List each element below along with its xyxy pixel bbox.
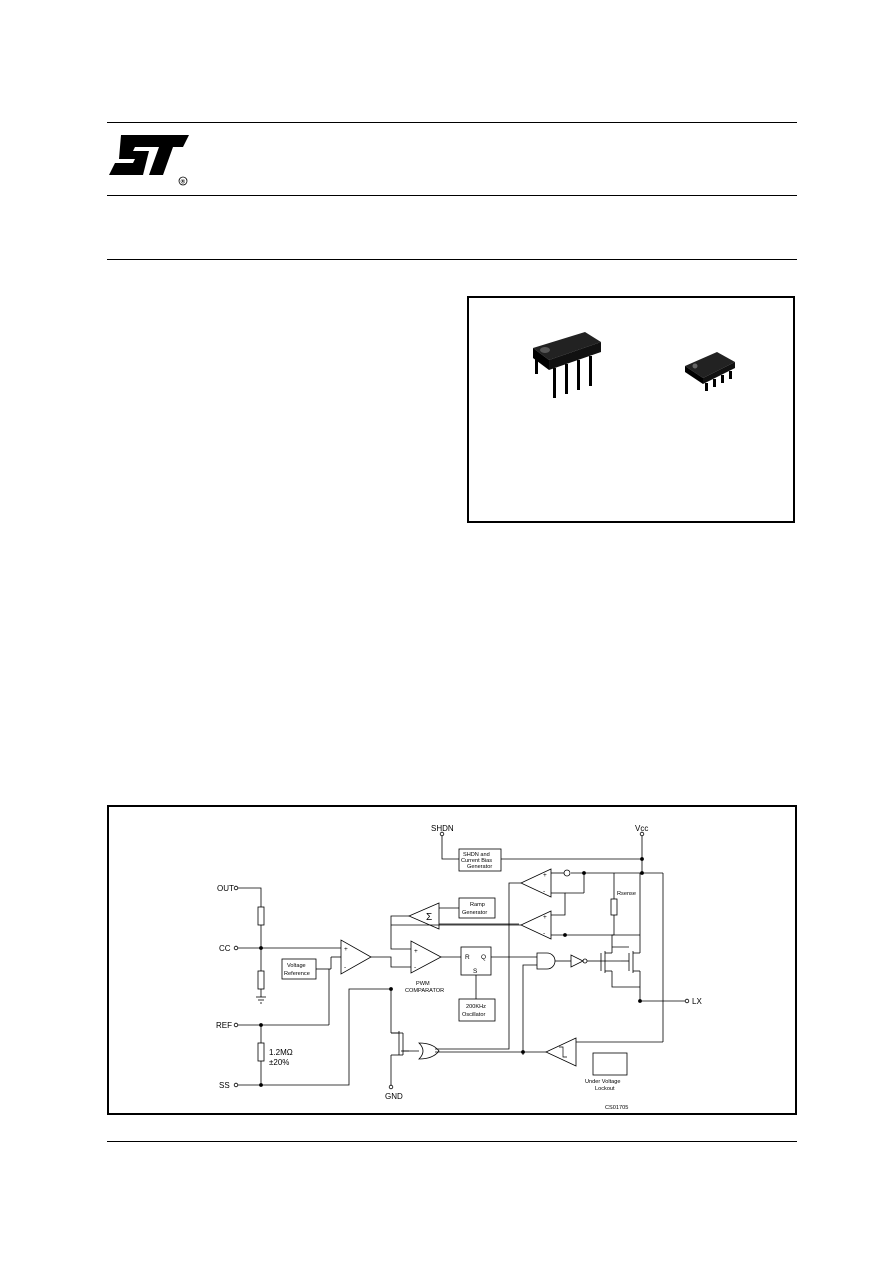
dip8-package-image [533,332,601,398]
pin-cc-label: CC [219,944,231,953]
current-sense-amplifier [520,910,552,940]
erramp-minus: - [344,964,346,971]
ss-resistor [257,1042,265,1062]
pin-gnd-label: GND [385,1092,403,1101]
pin-ref-terminal [233,1022,239,1028]
oscillator-block [458,998,496,1022]
error-amplifier [340,939,372,975]
uvlo-label-1: Under Voltage [585,1079,620,1085]
current-limit-comparator [520,868,552,898]
drawing-code: CS01705 [605,1105,628,1111]
pwm-label-2: COMPARATOR [405,988,444,994]
pin-vcc-terminal [639,831,645,837]
vref-label-2: Reference [284,971,310,977]
registered-mark: ® [181,179,186,186]
cmp1-minus: - [543,888,545,895]
pin-out-label: OUT [217,884,234,893]
pin-cc-terminal [233,945,239,951]
res-tol: ±20% [269,1058,289,1067]
osc-label-2: Oscillator [462,1012,485,1018]
package-image-box [467,296,795,523]
divider-resistor-bottom [257,970,265,990]
divider-resistor-top [257,906,265,926]
st-logo: ® [107,131,191,187]
ff-s: S [473,968,478,975]
pin-ss-label: SS [219,1081,230,1090]
erramp-plus: + [344,946,348,953]
ramp-label-2: Generator [462,910,487,916]
cmp1-plus: + [543,872,547,879]
ff-q: Q [481,954,486,961]
pin-ref-label: REF [216,1021,232,1030]
pin-shdn-label: SHDN [431,824,454,833]
summing-junction [407,902,440,930]
or-gate [418,1042,440,1060]
shdn-bias-generator-block [458,848,502,872]
osc-label-1: 200KHz [466,1004,486,1010]
pwm-comparator [410,940,442,974]
title-rule [107,259,797,260]
pin-vcc-label: Vcc [635,824,648,833]
uvlo-label-2: Lockout [595,1086,615,1092]
pwm-plus: + [414,948,418,955]
inverter [570,954,584,968]
block-diagram: OUT CC REF SS Voltage Reference + - [107,805,797,1115]
so8-package-image [685,352,735,391]
vref-label-1: Voltage [287,963,306,969]
pin-out-terminal [233,885,239,891]
footer-rule [107,1141,797,1142]
cmp2-plus: + [543,914,547,921]
pin-gnd-terminal [388,1084,394,1090]
rsense-label: Rsense [617,891,636,897]
pin-lx-terminal [684,998,690,1004]
ff-r: R [465,954,470,961]
shdn-label-3: Generator [467,864,492,870]
uvlo-comparator [545,1037,577,1067]
res-value: 1.2MΩ [269,1048,293,1057]
cmp2-minus: - [543,930,545,937]
rsense-resistor [610,898,618,916]
and-gate [536,952,556,970]
sigma-symbol: Σ [426,912,432,923]
pin-ss-terminal [233,1082,239,1088]
header-top-rule [107,122,797,123]
pin-shdn-terminal [439,831,445,837]
shdn-label-2: Current Bias [461,858,492,864]
pwm-label-1: PWM [416,981,430,987]
uvlo-block [592,1052,628,1076]
pin-lx-label: LX [692,997,702,1006]
header-bottom-rule [107,195,797,196]
shdn-label-1: SHDN and [463,852,490,858]
ramp-label-1: Ramp [470,902,485,908]
pwm-minus: - [414,964,416,971]
